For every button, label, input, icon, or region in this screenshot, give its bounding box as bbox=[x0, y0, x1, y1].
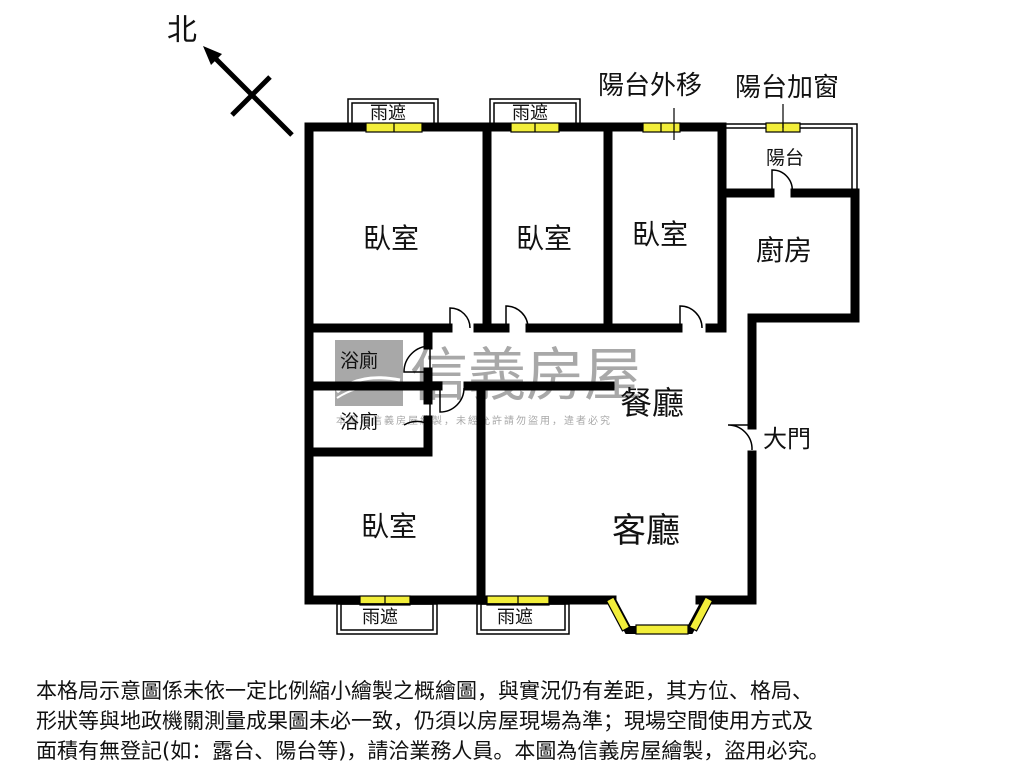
annotation-balcony-window-added: 陽台加窗 bbox=[735, 73, 839, 103]
door-icon bbox=[403, 400, 431, 427]
annotation-leaders bbox=[673, 104, 784, 140]
awning-label: 雨遮 bbox=[512, 103, 548, 124]
main-door-icon bbox=[727, 424, 753, 451]
disclaimer-line: 形狀等與地政機關測量成果圖未必一致，仍須以房屋現場為準；現場空間使用方式及 bbox=[36, 709, 813, 733]
door-icon bbox=[439, 387, 465, 413]
disclaimer-line: 本格局示意圖係未依一定比例縮小繪製之概繪圖，與實況仍有差距，其方位、格局、 bbox=[36, 679, 813, 703]
north-arrow-icon: 北 bbox=[167, 13, 294, 137]
room-kitchen: 廚房 bbox=[756, 234, 812, 267]
disclaimer: 本格局示意圖係未依一定比例縮小繪製之概繪圖，與實況仍有差距，其方位、格局、 形狀… bbox=[36, 676, 996, 766]
awning-label: 雨遮 bbox=[362, 607, 398, 628]
door-icon bbox=[449, 307, 471, 329]
room-balcony: 陽台 bbox=[766, 147, 804, 169]
room-bedroom: 臥室 bbox=[516, 222, 572, 255]
watermark-brand: 信義房屋 bbox=[410, 341, 642, 409]
north-label: 北 bbox=[167, 13, 197, 48]
watermark-notice: 本圖為信義房屋繪製，未經允許請勿盜用，違者必究 bbox=[336, 414, 612, 427]
room-bathroom: 浴廁 bbox=[340, 349, 378, 372]
watermark: 信義房屋 本圖為信義房屋繪製，未經允許請勿盜用，違者必究 bbox=[335, 340, 642, 427]
door-icon bbox=[679, 305, 703, 329]
door-icon bbox=[403, 345, 431, 373]
door-icon bbox=[771, 169, 793, 194]
room-bathroom: 浴廁 bbox=[340, 410, 378, 433]
room-dining: 餐廳 bbox=[620, 384, 684, 422]
disclaimer-line: 面積有無登記(如：露台、陽台等)，請洽業務人員。本圖為信義房屋繪製，盜用必究。 bbox=[36, 739, 830, 763]
door-icon bbox=[505, 305, 529, 329]
bay-window bbox=[605, 596, 714, 635]
brand-logo-icon bbox=[335, 340, 403, 406]
main-door-label: 大門 bbox=[763, 425, 811, 453]
room-living: 客廳 bbox=[612, 511, 680, 551]
doors bbox=[403, 169, 793, 451]
room-bedroom: 臥室 bbox=[361, 510, 417, 543]
room-bedroom: 臥室 bbox=[632, 218, 688, 251]
awning-label: 雨遮 bbox=[497, 607, 533, 628]
awning-label: 雨遮 bbox=[370, 103, 406, 124]
room-bedroom: 臥室 bbox=[363, 222, 419, 255]
awnings-bottom bbox=[336, 603, 570, 635]
annotation-balcony-moved-out: 陽台外移 bbox=[598, 71, 702, 101]
